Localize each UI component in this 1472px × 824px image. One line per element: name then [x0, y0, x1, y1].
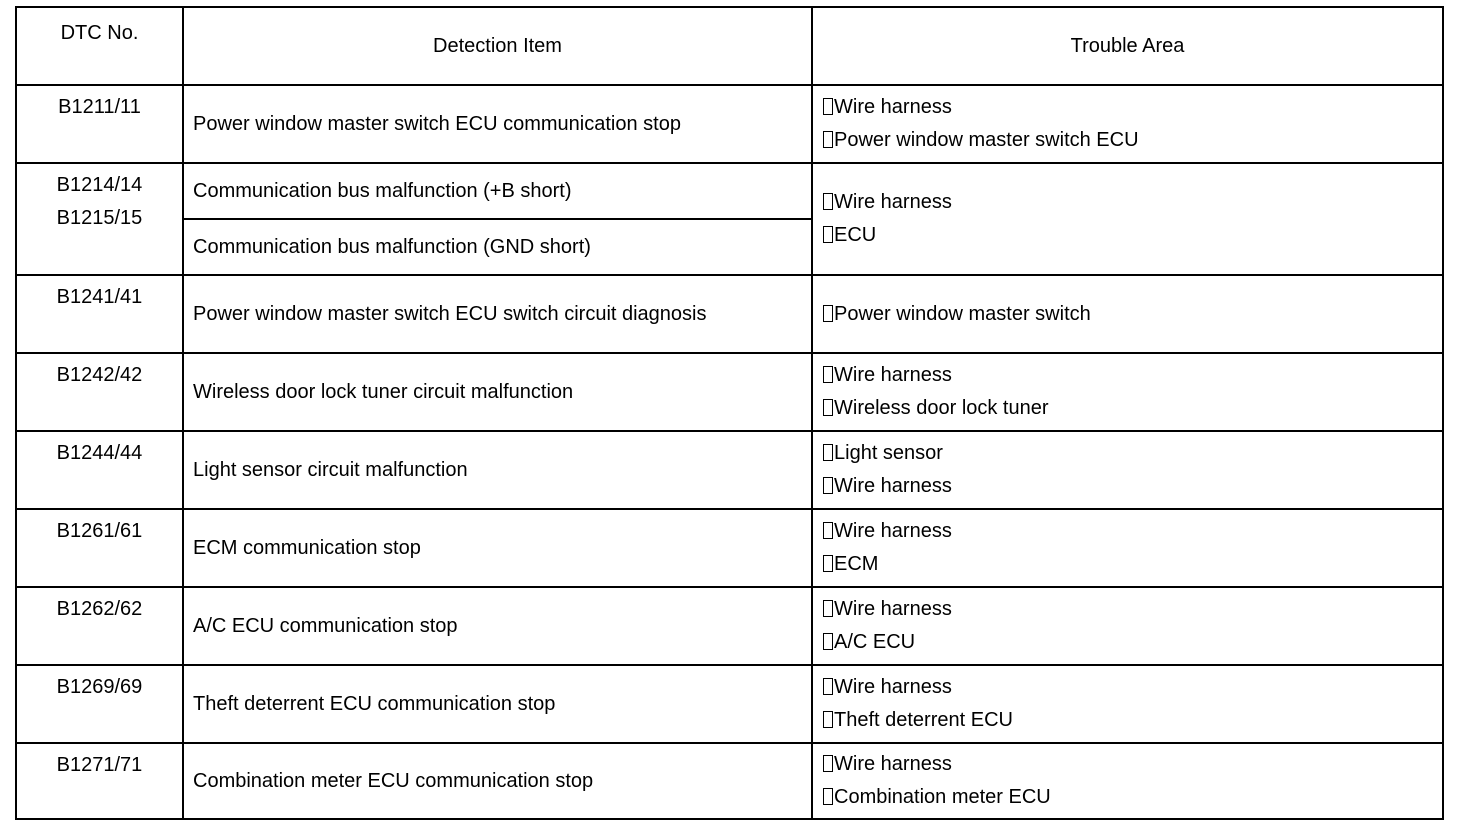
table-row: B1244/44 Light sensor circuit malfunctio… — [15, 430, 1444, 510]
trouble-area-item: Wireless door lock tuner — [823, 392, 1442, 425]
dtc-code: B1241/41 — [56, 286, 143, 308]
checkbox-icon — [823, 711, 833, 728]
trouble-area-cell: Wire harness Theft deterrent ECU — [811, 664, 1444, 744]
trouble-area-item: ECM — [823, 548, 1442, 581]
checkbox-icon — [823, 444, 833, 461]
dtc-code-cell: B1262/62 — [15, 586, 184, 666]
table-row: B1211/11 Power window master switch ECU … — [15, 84, 1444, 164]
dtc-code: B1261/61 — [56, 520, 143, 542]
dtc-code-cell: B1261/61 — [15, 508, 184, 588]
detection-item: Light sensor circuit malfunction — [182, 430, 813, 510]
trouble-area-item: Wire harness — [823, 671, 1442, 704]
checkbox-icon — [823, 522, 833, 539]
table-row: B1269/69 Theft deterrent ECU communicati… — [15, 664, 1444, 744]
trouble-area-item: Combination meter ECU — [823, 781, 1442, 814]
dtc-code-cell: B1242/42 — [15, 352, 184, 432]
detection-item: Wireless door lock tuner circuit malfunc… — [182, 352, 813, 432]
checkbox-icon — [823, 304, 833, 322]
trouble-area-item: ECU — [823, 219, 1442, 252]
dtc-code-cell: B1241/41 — [15, 274, 184, 354]
checkbox-icon — [823, 600, 833, 617]
trouble-area-cell: Wire harness Combination meter ECU — [811, 742, 1444, 820]
dtc-code: B1215/15 — [56, 207, 143, 229]
table-row: B1214/14 B1215/15 Communication bus malf… — [15, 162, 1444, 276]
trouble-area-item: Wire harness — [823, 515, 1442, 548]
trouble-area-cell: Wire harness A/C ECU — [811, 586, 1444, 666]
detection-item: Theft deterrent ECU communication stop — [182, 664, 813, 744]
table-row: Communication bus malfunction (GND short… — [16, 218, 1443, 276]
checkbox-icon — [823, 98, 833, 115]
dtc-code: B1244/44 — [56, 442, 143, 464]
trouble-area-item: Wire harness — [823, 186, 1442, 219]
checkbox-icon — [823, 755, 833, 772]
trouble-area-item: Wire harness — [823, 91, 1442, 124]
detection-item: ECM communication stop — [182, 508, 813, 588]
header-dtc-no: DTC No. — [15, 6, 184, 86]
checkbox-icon — [823, 226, 833, 243]
checkbox-icon — [823, 788, 833, 805]
trouble-area-cell: Wire harness Power window master switch … — [811, 84, 1444, 164]
dtc-code-cell: B1271/71 — [15, 742, 184, 820]
header-trouble-area: Trouble Area — [811, 6, 1444, 86]
trouble-area-cell: Power window master switch — [811, 274, 1444, 354]
detection-item: Power window master switch ECU communica… — [182, 84, 813, 164]
dtc-code-cell: B1211/11 — [15, 84, 184, 164]
checkbox-icon — [823, 399, 833, 416]
trouble-area-cell: Light sensor Wire harness — [811, 430, 1444, 510]
trouble-area-item: Power window master switch — [823, 298, 1442, 331]
dtc-code-cell: B1244/44 — [15, 430, 184, 510]
detection-item: Communication bus malfunction (+B short) — [182, 162, 813, 220]
trouble-area-item: Wire harness — [823, 470, 1442, 503]
trouble-area-item: A/C ECU — [823, 626, 1442, 659]
table-row: B1261/61 ECM communication stop Wire har… — [15, 508, 1444, 588]
dtc-code: B1269/69 — [56, 676, 143, 698]
table-row: B1242/42 Wireless door lock tuner circui… — [15, 352, 1444, 432]
checkbox-icon — [823, 633, 833, 650]
trouble-area-item: Wire harness — [823, 359, 1442, 392]
checkbox-icon — [823, 678, 833, 695]
trouble-area-item: Wire harness — [823, 748, 1442, 781]
table-row: B1241/41 Power window master switch ECU … — [15, 274, 1444, 354]
checkbox-icon — [823, 131, 833, 148]
detection-item: Communication bus malfunction (GND short… — [182, 218, 813, 276]
trouble-area-item: Theft deterrent ECU — [823, 704, 1442, 737]
trouble-area-cell: Wire harness ECM — [811, 508, 1444, 588]
dtc-code: B1242/42 — [56, 364, 143, 386]
detection-item: A/C ECU communication stop — [182, 586, 813, 666]
detection-item: Combination meter ECU communication stop — [182, 742, 813, 820]
dtc-code: B1262/62 — [56, 598, 143, 620]
trouble-area-item: Power window master switch ECU — [823, 124, 1442, 157]
dtc-code: B1214/14 — [56, 174, 143, 196]
checkbox-icon — [823, 366, 833, 383]
checkbox-icon — [823, 477, 833, 494]
header-detection-item: Detection Item — [182, 6, 813, 86]
trouble-area-cell: Wire harness Wireless door lock tuner — [811, 352, 1444, 432]
detection-item: Power window master switch ECU switch ci… — [182, 274, 813, 354]
checkbox-icon — [823, 193, 833, 210]
trouble-area-cell: Wire harness ECU — [811, 162, 1444, 276]
trouble-area-item: Light sensor — [823, 437, 1442, 470]
dtc-code-cell: B1214/14 B1215/15 — [15, 162, 184, 276]
header-row: DTC No. Detection Item Trouble Area — [15, 6, 1444, 86]
table-row: B1262/62 A/C ECU communication stop Wire… — [15, 586, 1444, 666]
dtc-code: B1271/71 — [56, 754, 143, 776]
dtc-code: B1211/11 — [58, 96, 141, 118]
dtc-table: DTC No. Detection Item Trouble Area B121… — [15, 6, 1444, 820]
trouble-area-item: Wire harness — [823, 593, 1442, 626]
dtc-code-cell: B1269/69 — [15, 664, 184, 744]
checkbox-icon — [823, 555, 833, 572]
table-row: B1271/71 Combination meter ECU communica… — [15, 742, 1444, 820]
